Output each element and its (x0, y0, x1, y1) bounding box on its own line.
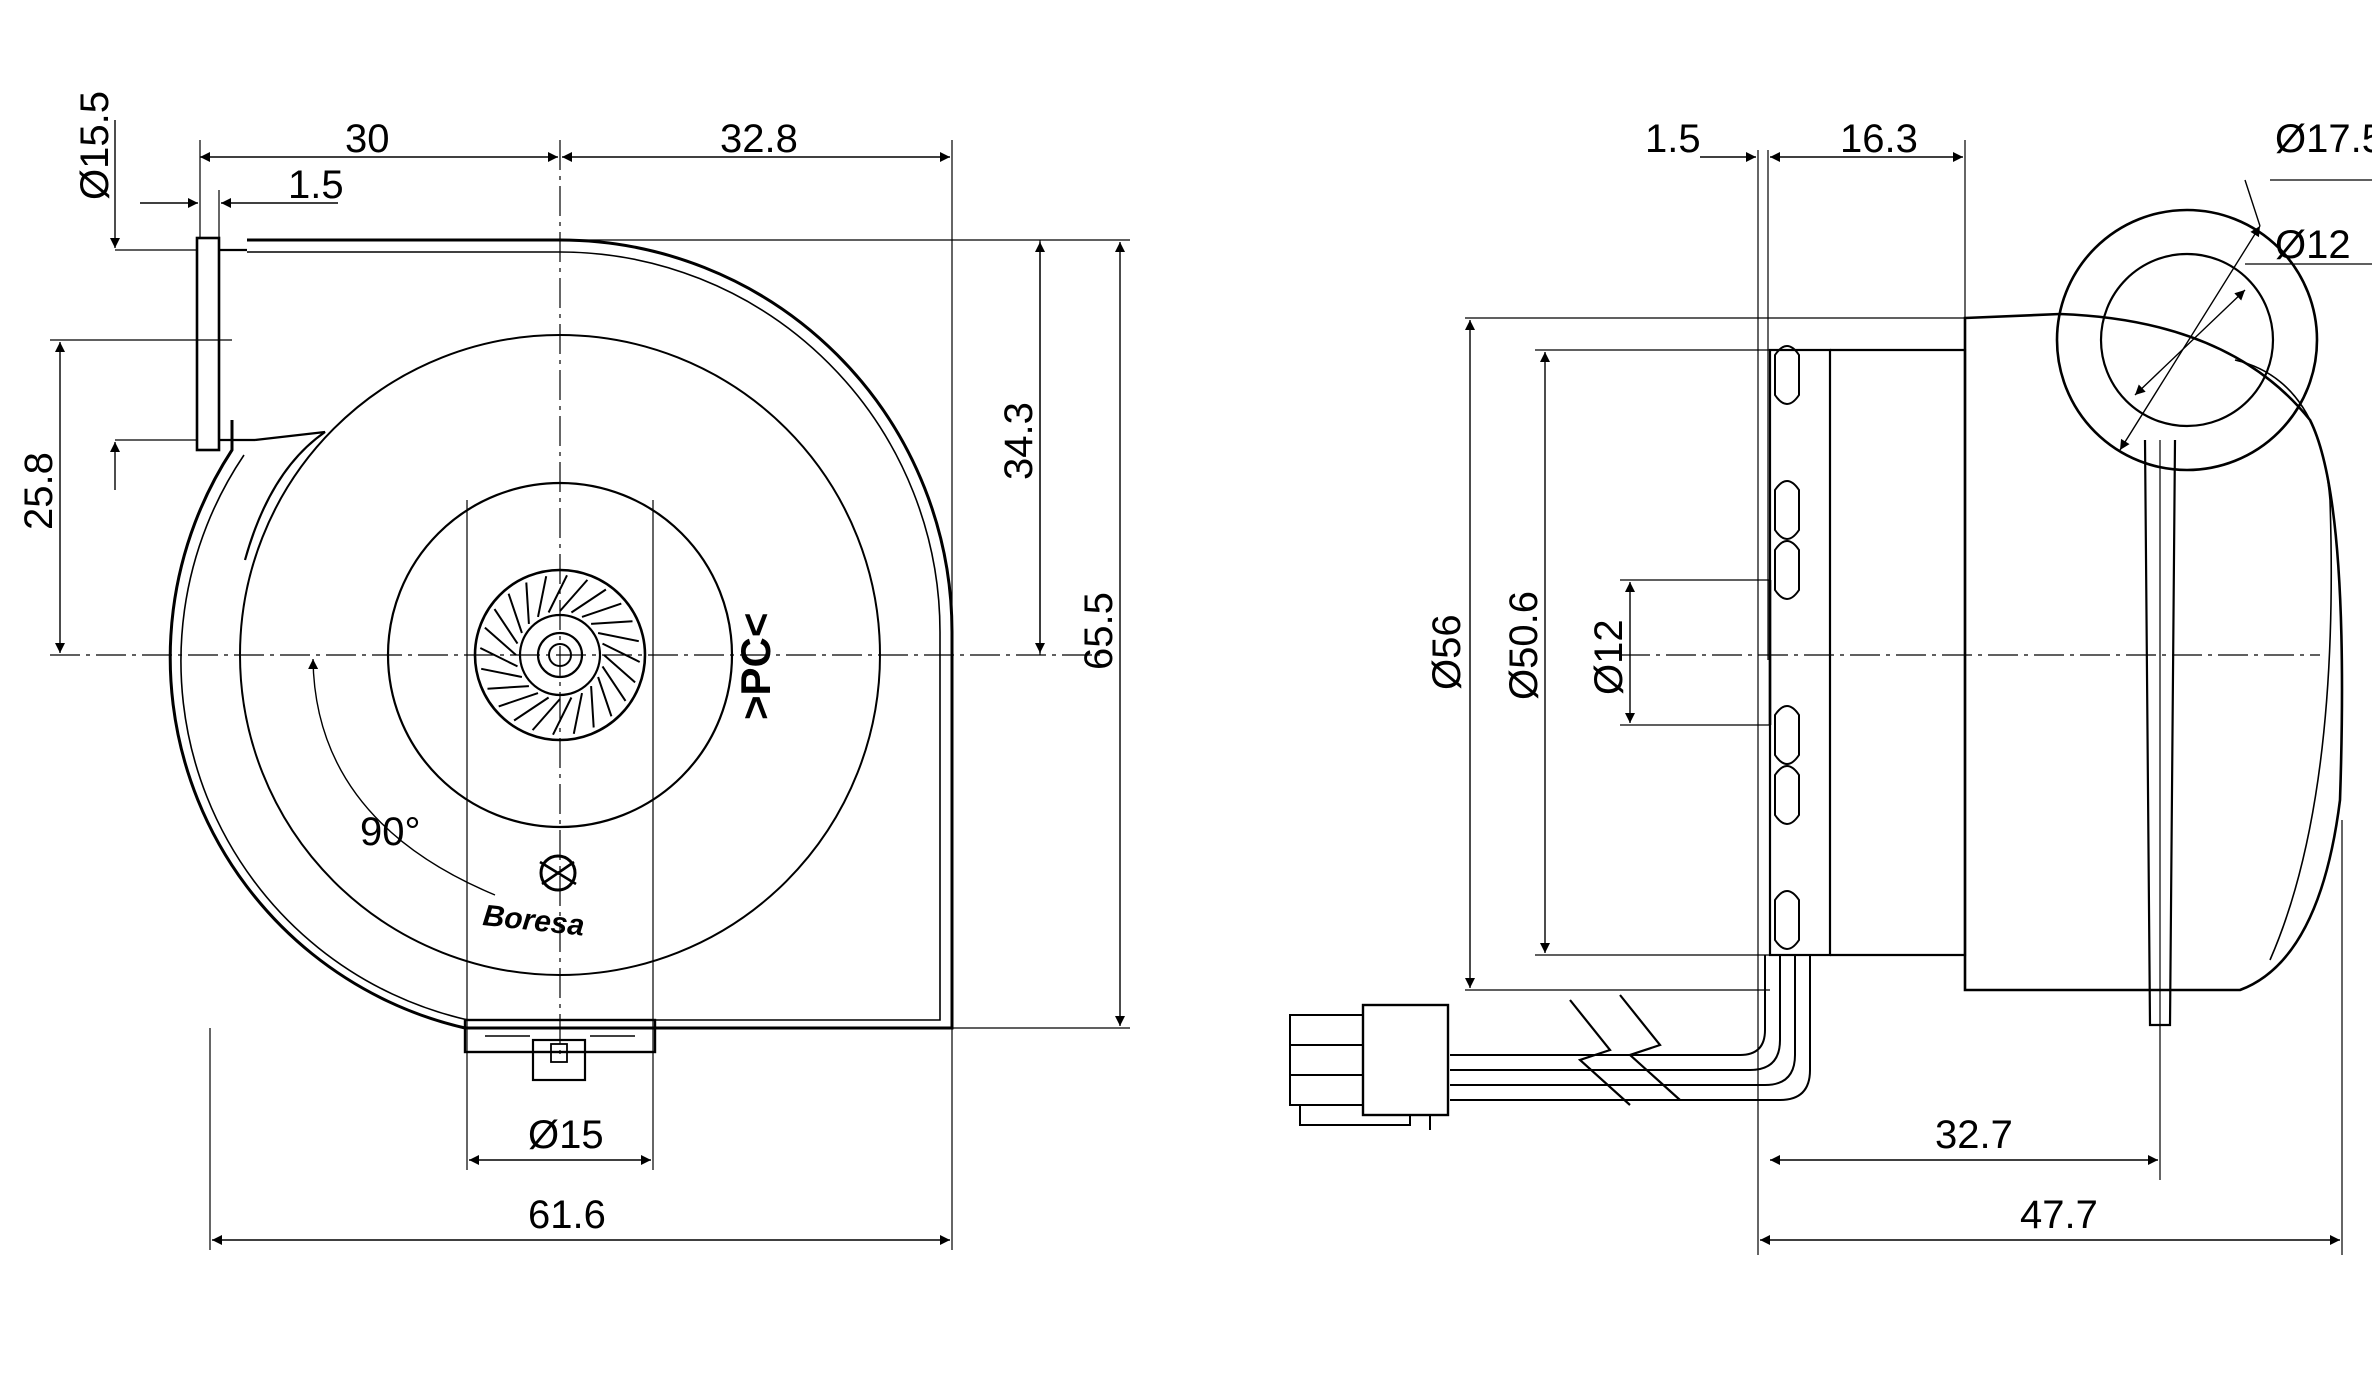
impeller-blade (493, 608, 519, 645)
brand-logo-mark (539, 854, 577, 892)
extension-lines (50, 140, 1130, 1250)
dim-front-inlet-dia: Ø15 (528, 1113, 604, 1157)
inlet-ring (386, 481, 734, 829)
impeller-blade (597, 632, 639, 643)
motor-connector-housing (463, 1018, 657, 1054)
impeller-blade (552, 697, 573, 736)
impeller-blade (507, 593, 523, 634)
outlet-pipe-outer (2055, 208, 2319, 472)
impeller-blade (559, 579, 589, 612)
impeller-hub (518, 613, 602, 697)
impeller-blade (547, 574, 568, 613)
dim-side-50-6: Ø50.6 (1502, 591, 1546, 700)
dim-side-47-7: 47.7 (2020, 1193, 2098, 1237)
dim-front-34-3: 34.3 (997, 402, 1041, 480)
dim-front-65-5: 65.5 (1077, 592, 1121, 670)
impeller-blade (581, 602, 622, 618)
impeller-blade (601, 665, 627, 702)
shaft-hole (548, 643, 572, 667)
impeller-blade (590, 686, 595, 728)
dim-side-56: Ø56 (1425, 614, 1469, 690)
scroll-housing-inner (180, 251, 941, 1021)
impeller-blade (602, 642, 641, 663)
dim-front-32-8: 32.8 (720, 117, 798, 161)
plug-contact-bottom (1289, 1074, 1364, 1106)
impeller-blade (591, 620, 633, 625)
rotation-direction-mark: >PC< (732, 613, 779, 720)
side-dimension-lines (1465, 152, 2340, 1245)
impeller-blade (498, 692, 539, 708)
dimension-labels: 30 32.8 1.5 Ø15.5 25.8 34.3 65.5 Ø15 61.… (17, 91, 2372, 1237)
impeller-blade (479, 647, 518, 668)
cutoff-tongue (243, 430, 326, 561)
dim-side-1-5: 1.5 (1645, 117, 1701, 161)
dim-side-outlet-outer-dia: Ø17.5 (2275, 117, 2372, 161)
brand-logo-cross (539, 860, 577, 886)
connector-latch (531, 1038, 587, 1082)
plug-latch (1299, 1105, 1431, 1130)
volute-side-profile (1963, 312, 2344, 992)
impeller-blade (570, 588, 607, 614)
stator-body (1768, 348, 1832, 957)
impeller-blade (513, 696, 550, 722)
cable-break (1569, 994, 1681, 1106)
plug-contact-middle (1289, 1044, 1364, 1076)
rotation-arc (308, 658, 496, 896)
motor-cable (1450, 955, 1811, 1101)
dim-side-32-7: 32.7 (1935, 1113, 2013, 1157)
dim-front-25-8: 25.8 (17, 452, 61, 530)
impeller-outer (473, 568, 647, 742)
impeller-blade (484, 626, 517, 656)
impeller-blade (487, 685, 529, 690)
dim-front-61-6: 61.6 (528, 1193, 606, 1237)
dim-front-1-5: 1.5 (288, 163, 344, 207)
dim-side-shaft-dia: Ø12 (1587, 619, 1631, 695)
side-view (1289, 140, 2372, 1255)
cable-plug (1361, 1003, 1450, 1117)
brand-logo-text: Boresa (481, 899, 586, 942)
volute-circle (239, 334, 881, 976)
outlet-flange (195, 236, 221, 452)
front-view (50, 120, 1130, 1250)
impeller-blades (479, 574, 641, 736)
shaft-collar (536, 631, 584, 679)
impeller-blade (597, 676, 613, 717)
dim-side-16-3: 16.3 (1840, 117, 1918, 161)
angle-label-90: 90° (360, 810, 421, 854)
impeller-blade (531, 698, 561, 731)
impeller-blade (537, 576, 548, 618)
dimension-lines (55, 120, 1125, 1245)
dim-front-30: 30 (345, 117, 390, 161)
impeller-blade (481, 667, 523, 678)
side-extension-lines (1465, 140, 2372, 1255)
dim-front-outlet-dia: Ø15.5 (73, 91, 117, 200)
impeller-blade (525, 582, 530, 624)
plug-contact-top (1289, 1014, 1364, 1046)
stator-windings (1774, 345, 1800, 950)
dim-side-outlet-inner-dia: Ø12 (2275, 223, 2351, 267)
motor-housing (1830, 348, 1967, 957)
volute-contour (2234, 359, 2333, 961)
scroll-housing-outer (168, 238, 954, 1030)
impeller-blade (572, 692, 583, 734)
outlet-pipe-inner (2099, 252, 2275, 428)
connector-pin (550, 1043, 568, 1063)
impeller-blade (603, 654, 636, 684)
